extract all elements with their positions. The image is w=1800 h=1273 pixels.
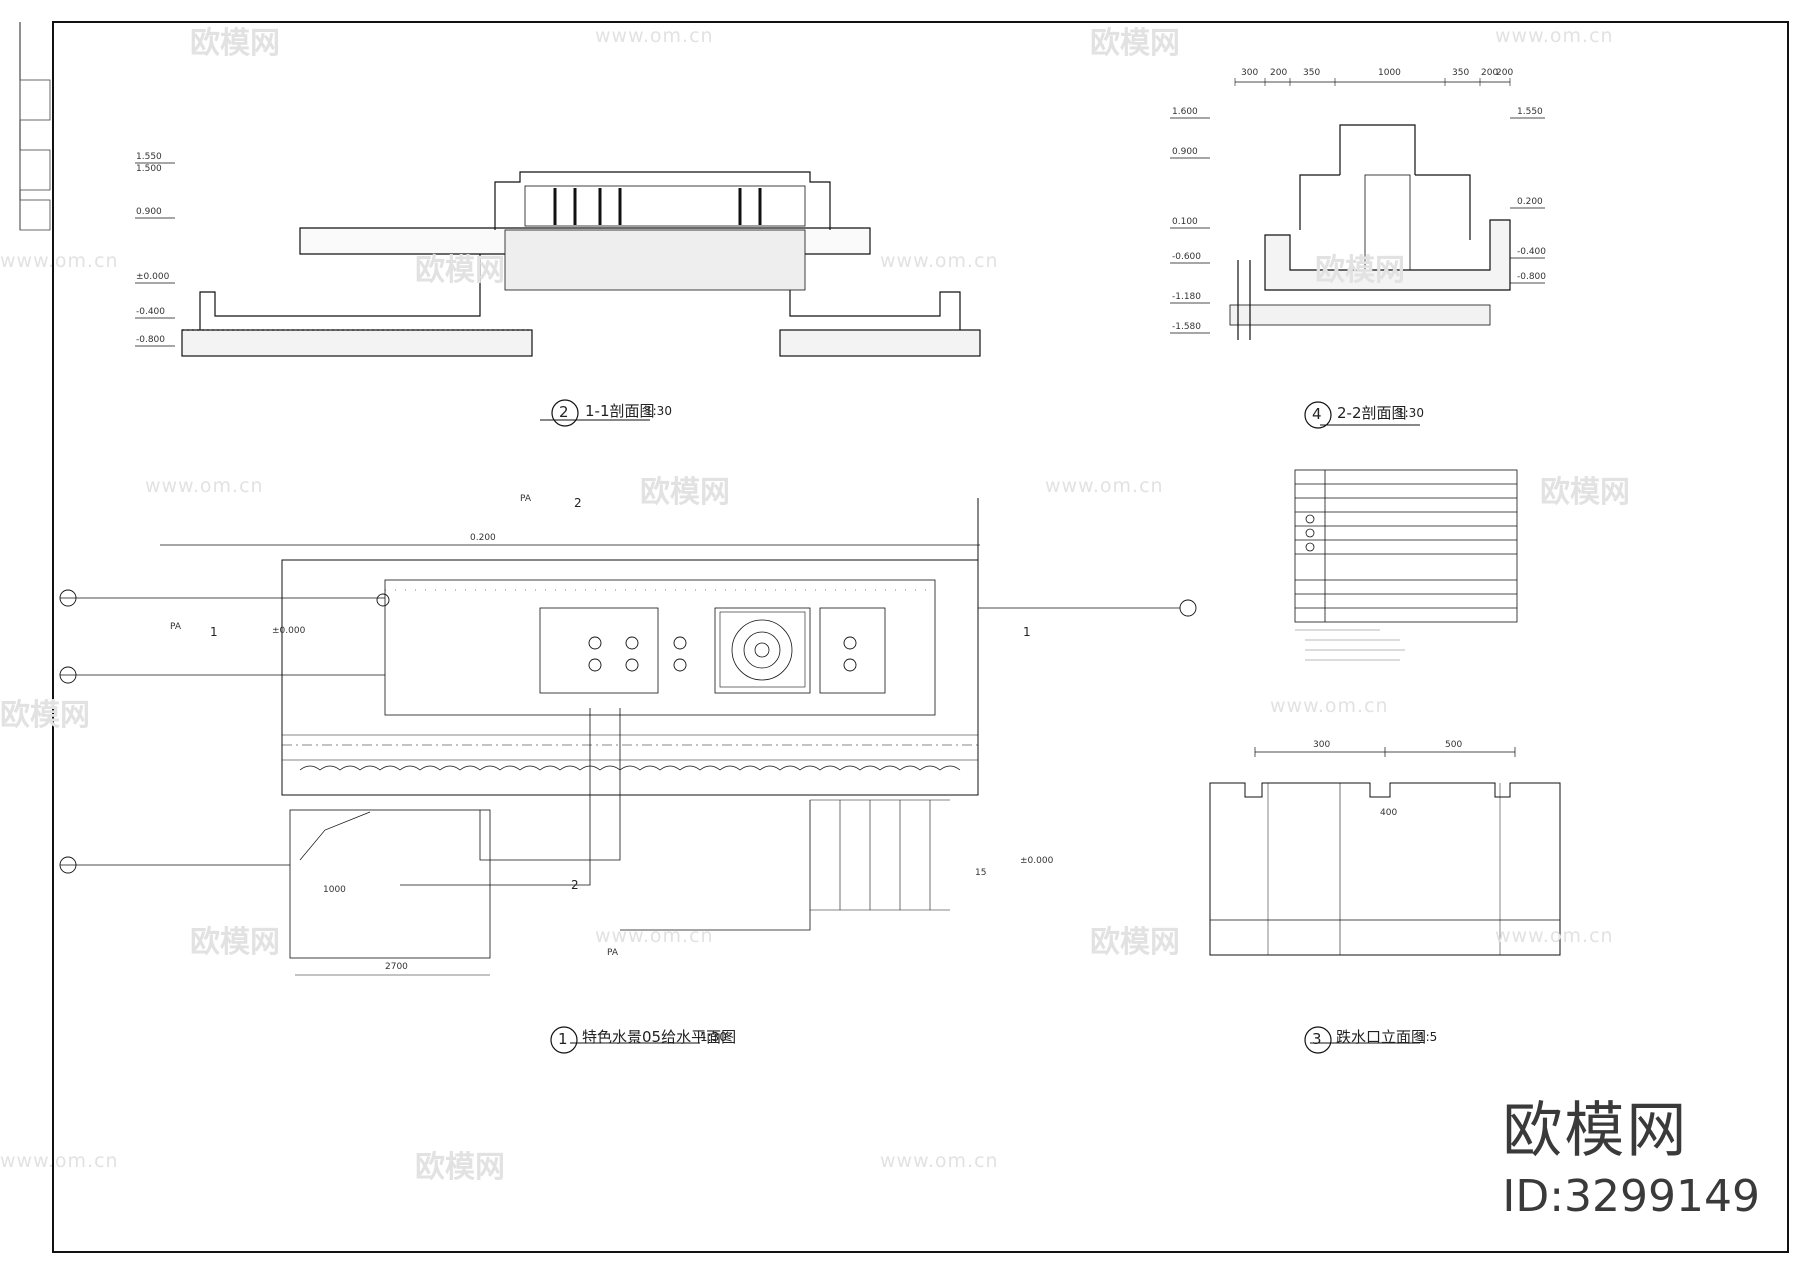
legend-table	[1294, 469, 1518, 623]
brand-name: 欧模网	[1502, 1096, 1689, 1166]
section-2-2-level: 0.100	[1172, 217, 1198, 227]
section-1-1-title: 1-1剖面图	[585, 402, 655, 420]
watermark-brand: 欧模网	[415, 1150, 505, 1185]
watermark-brand: 欧模网	[1315, 253, 1405, 288]
watermark-url: www.om.cn	[1495, 25, 1614, 47]
section-2-2-number-circle	[1304, 401, 1332, 429]
cut-mark-1-left: 1	[210, 625, 218, 639]
section-2-2-dim: 350	[1452, 68, 1470, 78]
elevation-dim: 500	[1445, 740, 1463, 750]
elevation-title: 跌水口立面图	[1336, 1028, 1427, 1046]
cut-mark-2-bottom: 2	[571, 878, 579, 892]
watermark-url: www.om.cn	[1045, 475, 1164, 497]
watermark-url: www.om.cn	[595, 925, 714, 947]
plan-drawing	[60, 498, 1180, 1044]
watermark-url: www.om.cn	[0, 250, 119, 272]
cut-mark-1-right: 1	[1023, 625, 1031, 639]
section-1-1-level: -0.400	[136, 307, 166, 317]
section-1-1-level: 1.550	[136, 152, 162, 162]
plan-dim-2700: 2700	[385, 962, 408, 972]
elevation-dim: 400	[1380, 808, 1398, 818]
section-2-2-level: 1.600	[1172, 107, 1198, 117]
section-1-1-level: 0.900	[136, 207, 162, 217]
section-1-1-scale: 1:30	[645, 404, 672, 418]
watermark-brand: 欧模网	[190, 26, 280, 61]
plan-callout-circles	[59, 589, 1197, 874]
elevation-number-circle	[1304, 1026, 1332, 1054]
watermark-brand: 欧模网	[0, 698, 90, 733]
watermark-url: www.om.cn	[0, 1150, 119, 1172]
plan-pa-label: PA	[607, 948, 619, 958]
sheet-border	[52, 21, 1789, 1253]
brand-id: ID:3299149	[1502, 1171, 1760, 1222]
plan-number-circle	[550, 1026, 578, 1054]
watermark-url: www.om.cn	[1495, 925, 1614, 947]
section-2-2-level: 0.900	[1172, 147, 1198, 157]
cut-mark-2-top: 2	[574, 496, 582, 510]
plan-level-left: ±0.000	[272, 626, 306, 636]
watermark-url: www.om.cn	[880, 1150, 999, 1172]
watermark-url: www.om.cn	[880, 250, 999, 272]
watermark-brand: 欧模网	[1090, 26, 1180, 61]
brand-mark: 欧模网 ID:3299149	[1502, 1082, 1760, 1222]
plan-title: 特色水景05给水平面图	[582, 1028, 737, 1046]
plan-level-top: 0.200	[470, 533, 496, 543]
section-1-1-level: ±0.000	[136, 272, 170, 282]
plan-scale: 1:30	[700, 1030, 727, 1044]
section-2-2-level: -1.580	[1172, 322, 1202, 332]
watermark-brand: 欧模网	[190, 925, 280, 960]
section-1-1-level: -0.800	[136, 335, 166, 345]
section-2-2-right-level: 1.550	[1517, 107, 1543, 117]
section-2-2-drawing	[1170, 78, 1545, 426]
watermark-brand: 欧模网	[640, 475, 730, 510]
section-2-2-right-level: 0.200	[1517, 197, 1543, 207]
watermark-brand: 欧模网	[415, 253, 505, 288]
section-1-1-number: 2	[559, 403, 569, 421]
section-2-2-dim: 300	[1241, 68, 1259, 78]
plan-number: 1	[558, 1030, 568, 1048]
elevation-scale: 1:5	[1418, 1030, 1438, 1044]
plan-dim-1000: 1000	[323, 885, 346, 895]
plan-pa-label: PA	[170, 622, 182, 632]
section-2-2-title: 2-2剖面图	[1337, 404, 1407, 422]
title-strip	[19, 79, 51, 231]
legend-notes	[1295, 629, 1405, 661]
section-2-2-right-level: -0.400	[1517, 247, 1547, 257]
overflow-elevation-drawing	[1209, 747, 1561, 1044]
watermark-brand: 欧模网	[1540, 475, 1630, 510]
section-1-1-number-circle	[551, 399, 579, 427]
section-2-2-scale: 1:30	[1397, 406, 1424, 420]
section-2-2-right-level: -0.800	[1517, 272, 1547, 282]
watermark-url: www.om.cn	[595, 25, 714, 47]
section-1-1-drawing	[135, 162, 981, 421]
plan-level-right: ±0.000	[1020, 856, 1054, 866]
section-2-2-dim: 200	[1481, 68, 1499, 78]
plan-pa-label: PA	[520, 494, 532, 504]
section-2-2-dim: 1000	[1378, 68, 1401, 78]
watermark-url: www.om.cn	[145, 475, 264, 497]
section-2-2-dim: 200	[1270, 68, 1288, 78]
section-2-2-level: -0.600	[1172, 252, 1202, 262]
elevation-dim: 300	[1313, 740, 1331, 750]
section-2-2-dim: 200	[1496, 68, 1514, 78]
section-2-2-number: 4	[1312, 405, 1322, 423]
watermark-url: www.om.cn	[1270, 695, 1389, 717]
watermark-brand: 欧模网	[1090, 925, 1180, 960]
section-2-2-level: -1.180	[1172, 292, 1202, 302]
section-1-1-level: 1.500	[136, 164, 162, 174]
section-2-2-dim: 350	[1303, 68, 1321, 78]
plan-dim-15: 15	[975, 868, 987, 878]
elevation-number: 3	[1312, 1030, 1322, 1048]
